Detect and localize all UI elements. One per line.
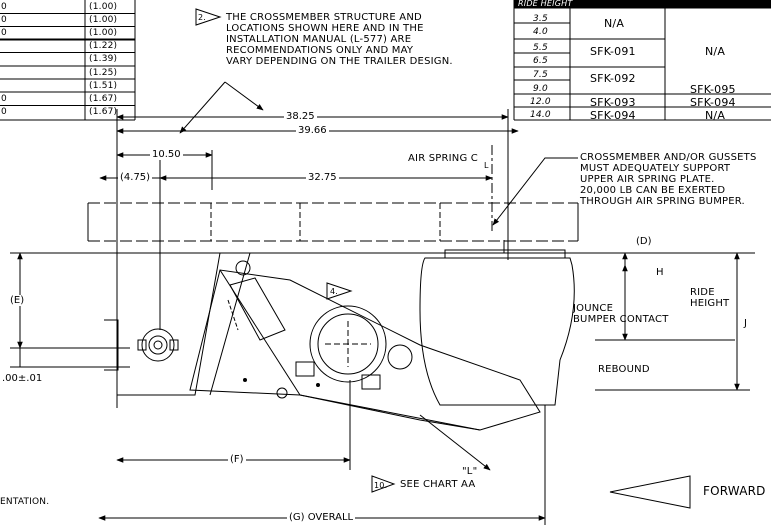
left-table-edge: 0 — [1, 94, 7, 104]
ride-height: 6.5 — [533, 56, 548, 66]
ride-height: 12.0 — [530, 97, 551, 107]
ride-height: 7.5 — [533, 70, 548, 80]
ride-table-cell: N/A — [604, 17, 625, 30]
ride-height: 5.5 — [533, 43, 548, 53]
dim-f: (F) — [228, 454, 246, 465]
dim-4-75: (4.75) — [118, 172, 153, 183]
ride-height: 3.5 — [533, 14, 548, 24]
left-table-value: (1.00) — [89, 28, 118, 38]
dim-32-75: 32.75 — [306, 172, 339, 183]
ride-height: 14.0 — [530, 110, 551, 120]
centerline-subscript: L — [484, 161, 489, 170]
left-table-value: (1.00) — [89, 15, 118, 25]
left-table-edge: 0 — [1, 107, 7, 117]
dim-e: (E) — [8, 295, 27, 306]
left-table-value: (1.67) — [89, 94, 118, 104]
dim-10-50: 10.50 — [150, 149, 183, 160]
ride-table-cell: SFK-091 — [590, 45, 636, 58]
note-4-number: 4. — [330, 287, 339, 296]
trailing-arm — [189, 269, 541, 431]
left-table-value: (1.25) — [89, 68, 118, 78]
ride-table-cell: N/A — [705, 45, 726, 58]
note-10-number: 10. — [374, 481, 388, 490]
ride-height: 4.0 — [533, 27, 548, 37]
note-10-triangle — [371, 475, 396, 493]
see-chart-note: SEE CHART AA — [400, 479, 476, 490]
note-2-text: THE CROSSMEMBER STRUCTURE AND LOCATIONS … — [226, 12, 453, 67]
dim-38-25: 38.25 — [284, 111, 317, 122]
left-table-value: (1.39) — [89, 54, 118, 64]
left-table-grid — [0, 0, 136, 121]
note-2-number: 2. — [198, 13, 207, 22]
ride-table-cell: SFK-094 — [690, 96, 736, 109]
ride-table-cell: SFK-095 — [690, 83, 736, 96]
air-spring — [419, 240, 575, 406]
dim-rebound: REBOUND — [598, 364, 650, 375]
note-2-triangle — [195, 8, 222, 26]
dim-j: J — [742, 318, 749, 329]
ride-table-grid — [513, 0, 771, 121]
left-table-edge: 0 — [1, 2, 7, 12]
hanger-bracket — [116, 252, 251, 396]
ride-table-cell: SFK-093 — [590, 96, 636, 109]
ride-table-cell: SFK-092 — [590, 72, 636, 85]
left-table-value: (1.22) — [89, 41, 118, 51]
dim-g-overall: (G) OVERALL — [287, 512, 356, 523]
air-spring-centerline-label: AIR SPRING C — [408, 153, 478, 164]
orientation-fragment: ENTATION. — [0, 497, 50, 507]
left-table-value: (1.51) — [89, 81, 118, 91]
crossmember-note: CROSSMEMBER AND/OR GUSSETS MUST ADEQUATE… — [580, 152, 757, 207]
axle-assembly — [295, 305, 413, 390]
left-table-value: (1.67) — [89, 107, 118, 117]
pivot-bushing — [104, 319, 179, 371]
forward-label: FORWARD — [703, 484, 766, 498]
left-table-edge: 0 — [1, 15, 7, 25]
left-table-edge: 0 — [1, 28, 7, 38]
dim-39-66: 39.66 — [296, 125, 329, 136]
ride-table-header: RIDE HEIGHT — [518, 0, 573, 8]
dim-ride-height: RIDE HEIGHT — [690, 287, 730, 309]
shock-absorber — [227, 260, 286, 341]
ride-table-cell: N/A — [705, 109, 726, 122]
frame-rail — [87, 202, 579, 242]
dim-jounce: JOUNCE BUMPER CONTACT — [573, 303, 669, 325]
dim-d: (D) — [634, 236, 654, 247]
dim-h: H — [654, 267, 666, 278]
ride-height: 9.0 — [533, 84, 548, 94]
dim-l: "L" — [462, 466, 478, 477]
ride-table-cell: SFK-094 — [590, 109, 636, 122]
left-table-value: (1.00) — [89, 2, 118, 12]
dim-tolerance: .00±.01 — [0, 373, 45, 384]
note-4-triangle — [326, 282, 353, 300]
